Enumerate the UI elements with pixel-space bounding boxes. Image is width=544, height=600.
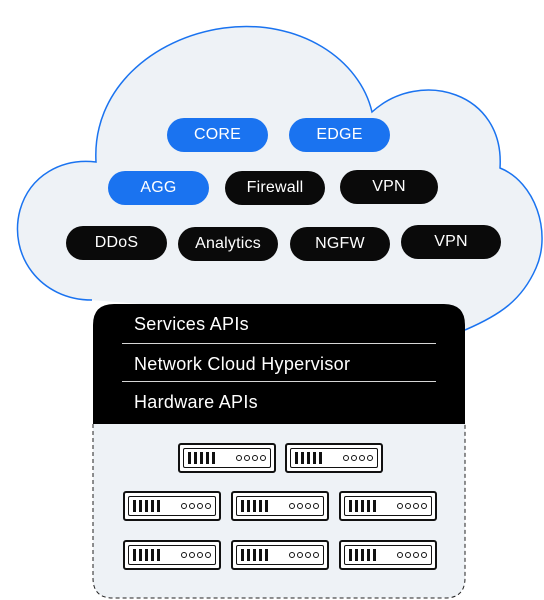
server-rack-icon bbox=[231, 540, 329, 570]
layer-services-apis: Services APIs bbox=[134, 314, 249, 334]
pill-vpn-2: VPN bbox=[401, 225, 501, 259]
layer-hardware-apis: Hardware APIs bbox=[134, 392, 258, 412]
api-stack-block bbox=[93, 304, 465, 424]
server-rack-icon bbox=[285, 443, 383, 473]
pill-agg: AGG bbox=[108, 171, 209, 205]
pill-ddos: DDoS bbox=[66, 226, 167, 260]
server-rack-icon bbox=[123, 540, 221, 570]
server-rack-icon bbox=[339, 491, 437, 521]
pill-vpn-1: VPN bbox=[340, 170, 438, 204]
server-rack-icon bbox=[231, 491, 329, 521]
layer-divider bbox=[122, 381, 436, 382]
pill-ngfw: NGFW bbox=[290, 227, 390, 261]
layer-divider bbox=[122, 343, 436, 344]
pill-edge: EDGE bbox=[289, 118, 390, 152]
pill-core: CORE bbox=[167, 118, 268, 152]
server-rack-icon bbox=[123, 491, 221, 521]
pill-analytics: Analytics bbox=[178, 227, 278, 261]
pill-firewall: Firewall bbox=[225, 171, 325, 205]
server-rack-icon bbox=[339, 540, 437, 570]
server-rack-icon bbox=[178, 443, 276, 473]
layer-network-cloud-hypervisor: Network Cloud Hypervisor bbox=[134, 354, 351, 374]
